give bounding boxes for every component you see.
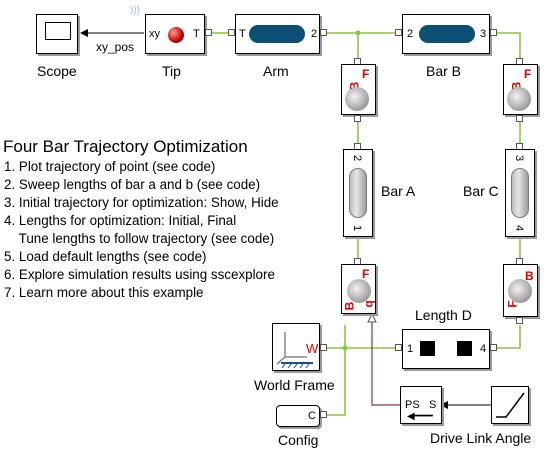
length-d-block[interactable]: 1 4 <box>402 329 490 369</box>
arm-port-left[interactable] <box>228 29 235 36</box>
joint-a-top-port-bottom[interactable] <box>354 115 361 122</box>
drive-link-label: Drive Link Angle <box>430 430 532 446</box>
joint-base-label: B <box>525 269 534 283</box>
step-item[interactable]: 5. Load default lengths (see code) <box>4 249 207 264</box>
bar-c-link-icon <box>511 168 529 218</box>
step-item[interactable]: Tune lengths to follow trajectory (see c… <box>4 231 275 246</box>
line-ps-joint <box>371 318 400 406</box>
arm-block[interactable]: T 2 <box>235 14 320 54</box>
notes-title: Four Bar Trajectory Optimization <box>3 137 248 156</box>
lengthd-port-left[interactable] <box>395 344 402 351</box>
bar-c-block[interactable]: 3 4 <box>505 149 535 237</box>
lengthd-port-right-label: 4 <box>480 343 487 355</box>
revolute-joint-icon <box>507 87 531 111</box>
step-item[interactable]: 7. Learn more about this example <box>4 285 204 300</box>
line-jointbot-right <box>494 325 521 349</box>
line-barb-right <box>492 32 521 58</box>
lengthd-port-right[interactable] <box>490 344 497 351</box>
length-d-label: Length D <box>415 307 472 323</box>
revolute-joint-icon <box>345 87 369 111</box>
config-port-label: C <box>308 410 316 422</box>
world-port[interactable] <box>320 344 327 351</box>
barc-port-top-label: 3 <box>513 154 526 162</box>
config-label: Config <box>278 432 319 448</box>
joint-base-label: B <box>342 301 357 311</box>
bar-a-block[interactable]: 2 1 <box>343 149 373 237</box>
barb-bar-icon <box>419 25 475 43</box>
config-block[interactable]: C <box>276 405 320 427</box>
junction-dot-ground <box>342 345 348 351</box>
barb-port-right[interactable] <box>490 29 497 36</box>
joint-bar-a-top[interactable]: F B <box>341 64 376 115</box>
bar-b-label: Bar B <box>426 63 462 79</box>
arm-port-right-label: 2 <box>311 28 318 40</box>
barb-port-left[interactable] <box>395 29 402 36</box>
step-item[interactable]: 1. Plot trajectory of point (see code) <box>4 159 216 174</box>
world-frame-label: World Frame <box>254 377 335 393</box>
joint-c-top-port-bottom[interactable] <box>516 115 523 122</box>
bara-port-bottom-label: 1 <box>351 224 364 232</box>
wireless-icon: ))) <box>130 5 140 16</box>
frame-square-left-icon <box>420 341 435 356</box>
barb-port-left-label: 2 <box>407 28 414 40</box>
revolute-joint-icon <box>508 279 532 303</box>
bar-a-link-icon <box>349 168 367 218</box>
arm-port-right[interactable] <box>320 29 327 36</box>
barb-port-right-label: 3 <box>480 28 487 40</box>
drive-link-angle-block[interactable] <box>491 386 529 424</box>
joint-follower-label: F <box>362 67 370 81</box>
world-frame-axes-icon <box>276 332 313 369</box>
converter-arrow-icon: ◀━━━ <box>407 411 433 422</box>
world-port-label: W <box>306 341 319 356</box>
joint-bar-c-bottom[interactable]: B F <box>503 264 538 317</box>
arm-bar-icon <box>249 25 305 43</box>
frame-square-right-icon <box>457 341 472 356</box>
notes-steps: 1. Plot trajectory of point (see code) 2… <box>4 158 279 302</box>
joint-c-bot-port-bottom[interactable] <box>516 317 523 324</box>
scope-label: Scope <box>37 63 77 79</box>
s-port-label: S <box>429 399 437 411</box>
revolute-joint-icon <box>347 279 371 303</box>
arrow-scope <box>80 29 88 37</box>
tip-label: Tip <box>162 63 181 79</box>
step-item[interactable]: 2. Sweep lengths of bar a and b (see cod… <box>4 177 261 192</box>
tip-port-right[interactable] <box>205 29 212 36</box>
junction-dot <box>355 30 361 36</box>
arm-label: Arm <box>263 63 289 79</box>
bara-port-top-label: 2 <box>351 154 364 162</box>
signal-label: xy_pos <box>96 40 135 54</box>
lengthd-port-left-label: 1 <box>407 343 414 355</box>
step-item[interactable]: 3. Initial trajectory for optimization: … <box>4 195 279 210</box>
bar-c-label: Bar C <box>463 183 499 199</box>
ps-port-label: PS <box>405 399 420 411</box>
bar-a-label: Bar A <box>381 183 416 199</box>
arm-port-left-label: T <box>239 28 246 40</box>
scope-block[interactable] <box>36 14 78 54</box>
tip-block[interactable]: xy ))) T <box>130 5 205 54</box>
bar-b-block[interactable]: 2 3 <box>402 14 490 54</box>
config-port[interactable] <box>320 411 327 418</box>
step-item[interactable]: 6. Explore simulation results using ssce… <box>4 267 275 282</box>
joint-follower-label: F <box>362 267 370 281</box>
scope-screen-icon <box>45 22 71 40</box>
world-frame-block[interactable]: W <box>272 323 320 371</box>
joint-bar-c-top[interactable]: F B <box>503 64 538 115</box>
tip-sphere-icon <box>168 27 184 43</box>
barc-port-bottom-label: 4 <box>513 224 526 232</box>
joint-follower-label: F <box>524 67 532 81</box>
ramp-icon <box>496 392 525 418</box>
tip-output-port-label: T <box>193 28 200 40</box>
step-item[interactable]: 4. Lengths for optimization: Initial, Fi… <box>4 213 237 228</box>
arrow-q-input <box>367 312 377 323</box>
ps-converter-block[interactable]: PS S ◀━━━ <box>400 386 442 424</box>
joint-bar-a-bottom[interactable]: F B q <box>341 264 376 314</box>
tip-input-port-label: xy <box>149 28 160 40</box>
